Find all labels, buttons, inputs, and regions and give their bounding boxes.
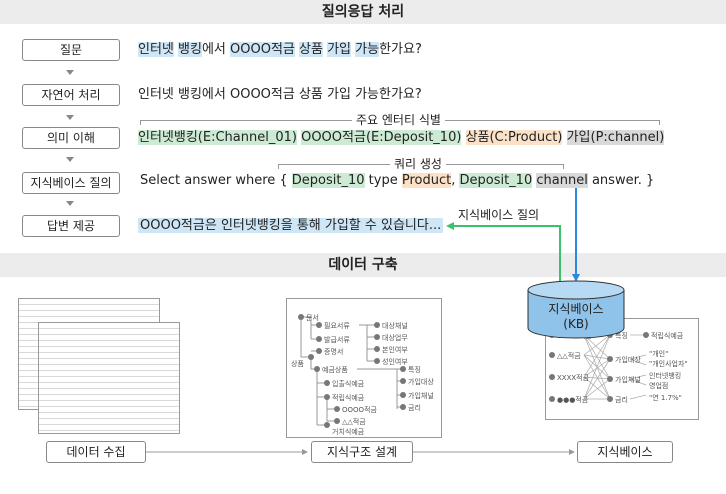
tree-node: 특징 (408, 366, 421, 374)
q-part: 상품 (299, 42, 323, 57)
entity-deposit: OOOO적금(E:Deposit_10) (301, 130, 462, 145)
kb-node: "개인사업자" (649, 360, 688, 368)
tree-node: 예금상품 (322, 366, 348, 374)
kb-node: 인터넷뱅킹 (649, 372, 682, 380)
kb-node: 가입대상 (615, 356, 641, 364)
tree-node: 상품 (291, 360, 304, 368)
bottom-arrow-1-head (302, 449, 308, 455)
down-arrow-icon (66, 157, 74, 162)
kb-node: "연 1.7%" (649, 394, 682, 402)
tree-node: 필요서류 (324, 322, 350, 330)
q-part: 에서 (201, 42, 231, 57)
entity-channel: 인터넷뱅킹(E:Channel_01) (138, 130, 297, 145)
query-part: answer. } (587, 173, 655, 188)
q-part: 가능 (355, 42, 380, 57)
kb-cylinder-label: 지식베이스 (KB) (526, 302, 626, 332)
query-part: Select answer where { (140, 173, 292, 188)
ontology-tree-panel: 문서 필요서류 발급서류 증명서 대상채널 대상업무 본인여부 성인여부 상품 … (286, 298, 442, 438)
kb-query-label: 지식베이스 질의 (458, 208, 540, 222)
kb-node: 금리 (615, 396, 628, 404)
kb-node: 가입채널 (615, 376, 641, 384)
answer-text: OOOO적금은 인터넷뱅킹을 통해 가입할 수 있습니다... (138, 216, 444, 236)
tree-node: 가입채널 (408, 392, 434, 400)
tree-node: △△적금 (342, 418, 366, 426)
tree-node: 문서 (306, 314, 319, 322)
document-front (38, 322, 180, 434)
kb-graph-lines (549, 332, 649, 402)
tree-node: 성인여부 (382, 358, 408, 366)
q-part: 한가요? (379, 42, 422, 57)
query-part: type (364, 173, 402, 188)
data-collection-box: 데이터 수집 (46, 441, 146, 463)
step-nlp: 자연어 처리 (22, 84, 120, 106)
step-understanding: 의미 이해 (22, 127, 120, 149)
tree-node: 발급서류 (324, 336, 350, 344)
qa-section-title: 질의응답 처리 (0, 0, 726, 24)
tree-lines (298, 314, 406, 428)
q-part: OOOO적금 (230, 42, 295, 57)
entity-product: 상품(C:Product) (465, 130, 563, 145)
question-text: 인터넷 뱅킹에서 OOOO적금 상품 가입 가능한가요? (138, 40, 422, 60)
query-part: channel (536, 173, 588, 188)
step-question: 질문 (22, 39, 120, 61)
knowledge-structure-box: 지식구조 설계 (311, 441, 413, 463)
entity-label: 주요 엔터티 식별 (352, 111, 445, 128)
green-arrow (452, 225, 561, 282)
q-part: 인터넷 (138, 42, 174, 57)
down-arrow-icon (66, 201, 74, 206)
kb-cylinder-line1: 지식베이스 (548, 302, 604, 316)
kb-node: 영업점 (649, 382, 669, 390)
step-kb-query: 지식베이스 질의 (22, 172, 120, 194)
tree-node: 가입대상 (408, 378, 434, 386)
step-answer: 답변 제공 (22, 215, 120, 237)
knowledge-base-box: 지식베이스 (577, 441, 673, 463)
build-section-title: 데이터 구축 (0, 253, 726, 277)
query-part: Deposit_10 (459, 173, 533, 188)
kb-node: 적립식예금 (651, 332, 684, 340)
kb-cylinder-line2: (KB) (563, 317, 589, 331)
query-line: Select answer where { Deposit_10 type Pr… (140, 171, 654, 191)
tree-node: 대상업무 (382, 334, 408, 342)
tree-node: 거치식예금 (332, 428, 365, 436)
tree-node: 대상채널 (382, 322, 408, 330)
q-part: 뱅킹 (178, 42, 202, 57)
down-arrow-icon (66, 70, 74, 75)
query-part: , (451, 173, 460, 188)
tree-node: 증명서 (324, 348, 344, 356)
entity-join: 가입(P:channel) (566, 130, 665, 145)
answer-highlight: OOOO적금은 인터넷뱅킹을 통해 가입할 수 있습니다... (138, 218, 444, 233)
entities-line: 인터넷뱅킹(E:Channel_01) OOOO적금(E:Deposit_10)… (138, 128, 665, 148)
tree-node: 입출식예금 (332, 380, 365, 388)
query-part: Product (401, 173, 452, 188)
tree-node: 본인여부 (382, 346, 408, 354)
blue-arrow-head (572, 274, 580, 282)
kb-node: ●●●적금 (557, 396, 589, 404)
bottom-arrow-2-head (569, 449, 575, 455)
nlp-text: 인터넷 뱅킹에서 OOOO적금 상품 가입 가능한가요? (138, 87, 422, 102)
green-arrow-head (446, 222, 454, 230)
tree-node: 금리 (408, 404, 421, 412)
q-part: 가입 (327, 42, 351, 57)
kb-node: XXXX적금 (557, 374, 590, 382)
query-label: 쿼리 생성 (390, 155, 446, 172)
tree-node: OOOO적금 (342, 406, 377, 414)
tree-node: 적립식예금 (332, 394, 365, 402)
kb-node: "개인" (649, 350, 669, 358)
query-part: Deposit_10 (291, 173, 365, 188)
kb-node: △△적금 (557, 352, 581, 360)
down-arrow-icon (66, 115, 74, 120)
kb-node: 특징 (615, 332, 628, 340)
kb-cylinder-icon (527, 280, 625, 339)
